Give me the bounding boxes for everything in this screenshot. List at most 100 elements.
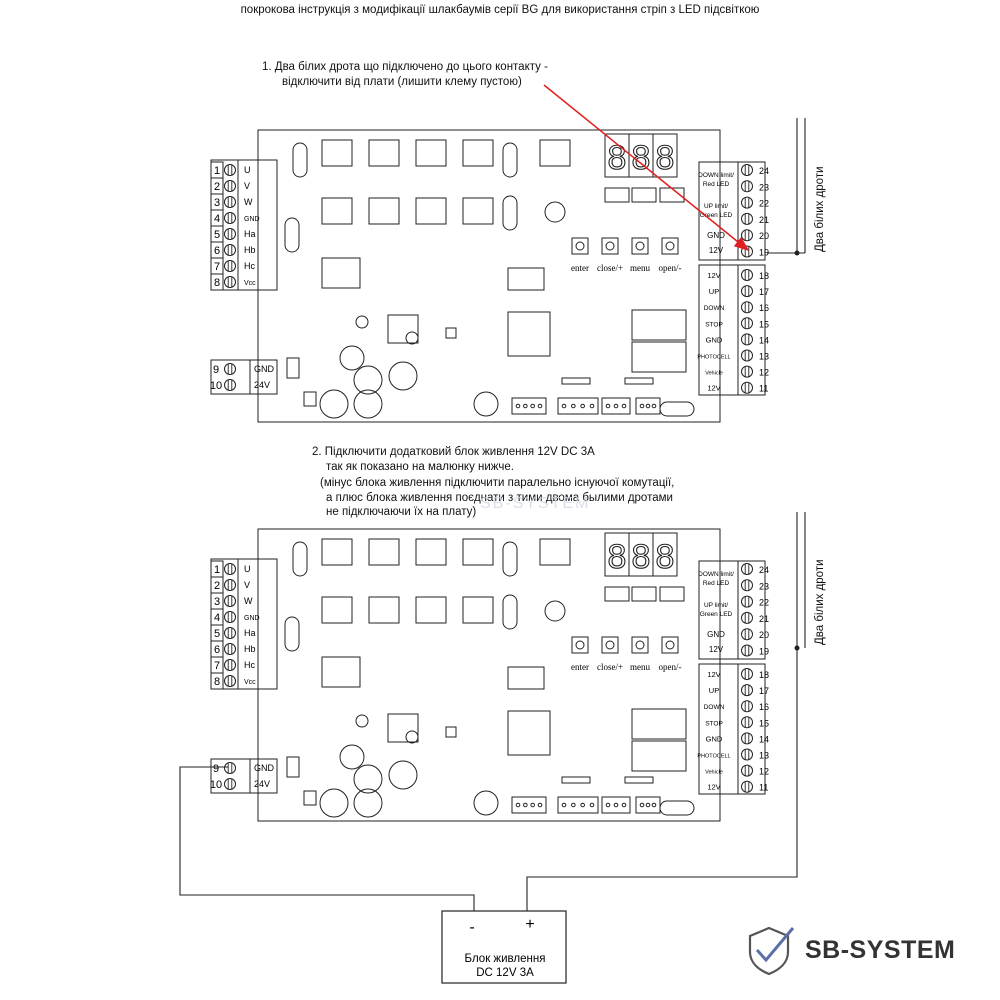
left-terminal-label-4: GND bbox=[244, 615, 260, 622]
relay-large-2 bbox=[631, 740, 687, 772]
right-label-up-1: UP limit/ bbox=[704, 602, 728, 609]
left-terminal-label-8: Vcc bbox=[244, 280, 256, 287]
relay-middle-1 bbox=[321, 596, 353, 624]
left-terminal-number-4: 4 bbox=[214, 612, 220, 624]
left-terminal-label-8: Vcc bbox=[244, 679, 256, 686]
fuse-3 bbox=[502, 195, 518, 231]
header-2-pin-3 bbox=[580, 802, 585, 808]
relay-top-4 bbox=[462, 139, 494, 167]
button-knob-2 bbox=[605, 640, 615, 650]
right-top-screw-23 bbox=[741, 180, 753, 193]
power-terminal-number-10: 10 bbox=[210, 380, 222, 392]
red-arrow bbox=[543, 84, 750, 251]
page-title: покрокова інструкція з модифікації шлакб… bbox=[240, 4, 760, 16]
left-terminal-number-1: 1 bbox=[214, 564, 220, 576]
step2-text-line2: так як показано на малюнку нижче. bbox=[326, 461, 514, 473]
header-4-pin-2 bbox=[645, 802, 651, 808]
relay-top-3 bbox=[415, 139, 447, 167]
right-top-screw-20 bbox=[741, 628, 753, 641]
cap-4 bbox=[319, 389, 349, 419]
header-2 bbox=[557, 796, 599, 814]
right-top-number-22: 22 bbox=[759, 199, 769, 209]
right-top-screw-19 bbox=[741, 644, 753, 657]
logo-text: SB-SYSTEM bbox=[805, 936, 955, 964]
left-terminal-screw-8 bbox=[224, 276, 236, 288]
left-terminal-label-6: Hb bbox=[244, 245, 256, 255]
led-array bbox=[286, 357, 300, 379]
header-2-pin-1 bbox=[561, 403, 567, 409]
header-2 bbox=[557, 397, 599, 415]
relay-middle-2 bbox=[368, 596, 400, 624]
small-chip bbox=[445, 327, 457, 339]
left-terminal-screw-1 bbox=[224, 563, 236, 575]
right-bottom-number-14: 14 bbox=[759, 335, 769, 345]
button-label-2: close/+ bbox=[597, 662, 623, 672]
indicator-1 bbox=[604, 586, 630, 602]
psu-minus-wire bbox=[179, 766, 475, 912]
right-label-up-1: UP limit/ bbox=[704, 203, 728, 210]
left-terminal-label-7: Hc bbox=[244, 660, 255, 670]
cap-tiny-2 bbox=[405, 730, 419, 744]
display-digit-2: 8 bbox=[632, 538, 651, 576]
left-terminal-label-2: V bbox=[244, 181, 250, 191]
header-1-pin-3 bbox=[530, 403, 535, 409]
power-terminal-screw-10 bbox=[224, 379, 236, 391]
step2-text-line5: не підключаючи їх на плату) bbox=[326, 506, 477, 518]
cap-tiny-2 bbox=[405, 331, 419, 345]
left-terminal-number-3: 3 bbox=[214, 596, 220, 608]
header-3 bbox=[601, 796, 631, 814]
right-bottom-label-7: Vehicle bbox=[705, 770, 723, 776]
button-label-4: open/- bbox=[659, 263, 682, 273]
display-digit-1: 8 bbox=[608, 538, 627, 576]
left-terminal-screw-3 bbox=[224, 196, 236, 208]
relay-large-2 bbox=[631, 341, 687, 373]
header-4-pin-3 bbox=[651, 802, 657, 808]
pcb-outline bbox=[257, 528, 721, 822]
header-2-pin-2 bbox=[571, 802, 576, 808]
right-top-screw-24 bbox=[741, 563, 753, 575]
button-knob-1 bbox=[575, 640, 585, 650]
header-3-pin-3 bbox=[621, 403, 627, 409]
left-terminal-screw-8 bbox=[224, 675, 236, 687]
right-bottom-label-5: GND bbox=[706, 734, 723, 743]
right-top-screw-23 bbox=[741, 579, 753, 592]
left-terminal-screw-6 bbox=[224, 244, 236, 256]
left-terminal-label-3: W bbox=[244, 596, 253, 606]
right-top-number-24: 24 bbox=[759, 166, 769, 176]
right-top-screw-24 bbox=[741, 164, 753, 176]
power-terminal-block bbox=[210, 359, 278, 395]
psu-label-line1: Блок живлення bbox=[465, 953, 546, 965]
transformer-block bbox=[321, 257, 361, 289]
left-terminal-number-4: 4 bbox=[214, 213, 220, 225]
right-bottom-screw-14 bbox=[741, 732, 753, 745]
button-label-2: close/+ bbox=[597, 263, 623, 273]
right-label-gnd: GND bbox=[707, 231, 725, 240]
right-label-down-1: DOWN limit/ bbox=[698, 172, 734, 179]
processor-chip bbox=[507, 710, 551, 756]
capacitor-small-top bbox=[544, 201, 566, 223]
right-bottom-screw-17 bbox=[741, 285, 753, 298]
regulator-block bbox=[387, 713, 419, 743]
fuse-1 bbox=[292, 142, 308, 178]
shield-icon bbox=[748, 926, 790, 976]
power-terminal-number-9: 9 bbox=[213, 763, 219, 775]
relay-top-3 bbox=[415, 538, 447, 566]
right-bottom-screw-16 bbox=[741, 301, 753, 314]
relay-top-1 bbox=[321, 139, 353, 167]
button-1 bbox=[571, 636, 589, 654]
left-terminal-number-2: 2 bbox=[214, 181, 220, 193]
relay-top-5 bbox=[539, 538, 571, 566]
indicator-1 bbox=[604, 187, 630, 203]
right-bottom-label-5: GND bbox=[706, 335, 723, 344]
right-bottom-number-13: 13 bbox=[759, 352, 769, 362]
header-1-pin-1 bbox=[515, 802, 521, 808]
left-terminal-screw-7 bbox=[224, 659, 236, 671]
right-top-number-19: 19 bbox=[759, 647, 769, 657]
jumper-1 bbox=[561, 377, 591, 385]
left-terminal-screw-6 bbox=[224, 643, 236, 655]
step2-text-line1: 2. Підключити додатковий блок живлення 1… bbox=[312, 446, 595, 458]
cap-tiny-1 bbox=[355, 315, 369, 329]
button-knob-3 bbox=[635, 640, 645, 650]
right-top-number-19: 19 bbox=[759, 248, 769, 258]
